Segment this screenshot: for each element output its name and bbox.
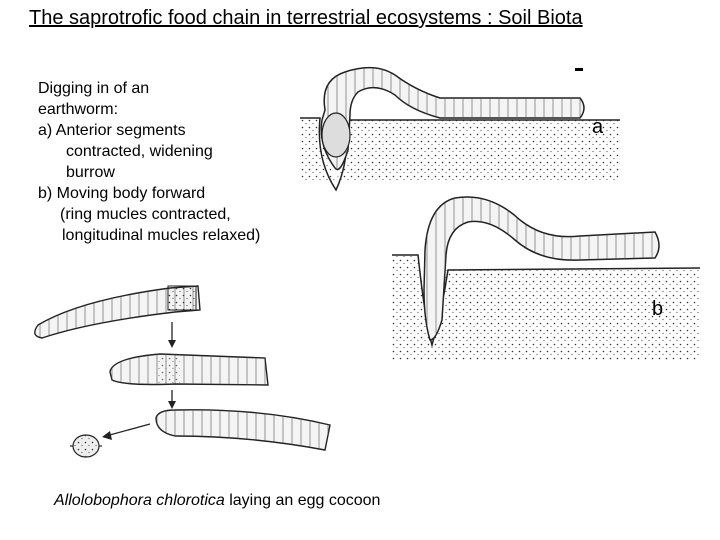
worm-c1	[34, 285, 201, 339]
figure-label-a: a	[592, 116, 604, 138]
soil-b	[392, 254, 701, 360]
figure-label-b: b	[652, 298, 664, 320]
description-line: b) Moving body forward	[38, 185, 206, 202]
description-line: earthworm:	[38, 101, 119, 118]
description-line: contracted, widening	[66, 143, 213, 160]
description-line: (ring mucles contracted,	[60, 206, 231, 223]
caption-text: laying an egg cocoon	[224, 492, 381, 509]
arrow-icon	[168, 322, 176, 348]
description-text: Digging in of an earthworm: a) Anterior …	[38, 78, 260, 246]
worm-c3	[155, 409, 331, 451]
arrow-icon	[168, 390, 176, 409]
worm-a	[320, 66, 585, 171]
description-line: Digging in of an	[38, 80, 150, 97]
caption: Allolobophora chlorotica laying an egg c…	[54, 491, 380, 511]
arrow-icon	[102, 423, 151, 440]
description-line: longitudinal mucles relaxed)	[62, 227, 261, 244]
caption-species: Allolobophora chlorotica	[54, 492, 225, 509]
description-line: burrow	[66, 164, 115, 181]
egg-cocoon	[70, 434, 102, 458]
worm-b	[423, 196, 660, 341]
worm-c2	[109, 353, 269, 386]
slide-title: The saprotrofic food chain in terrestria…	[29, 7, 583, 29]
description-line: a) Anterior segments	[38, 122, 186, 139]
